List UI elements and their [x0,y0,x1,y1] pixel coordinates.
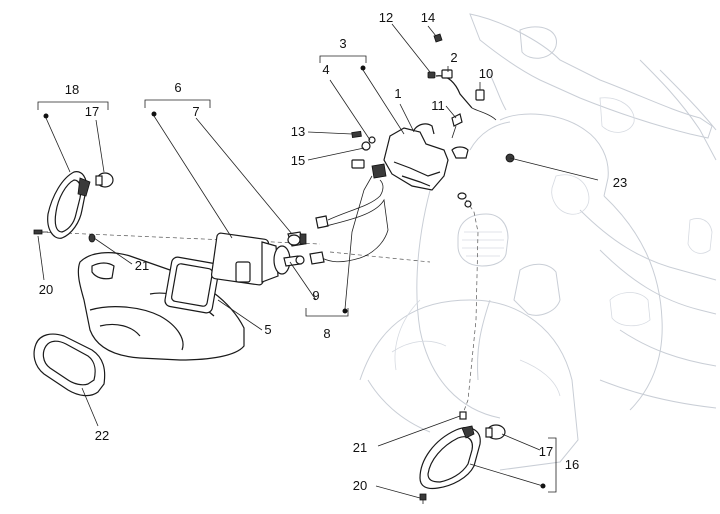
callout-10: 10 [479,66,493,81]
callout-22: 22 [95,428,109,443]
callout-20-left: 20 [39,282,53,297]
adjuster-cable-2 [435,69,497,121]
callout-6: 6 [174,80,181,95]
bracket-spacer-4 [368,136,376,144]
callout-4: 4 [322,62,329,77]
wiring-harness-8 [309,163,389,265]
group-bracket-8 [305,308,349,317]
callout-8: 8 [323,326,330,341]
callout-11: 11 [431,98,445,113]
alignment-lines [39,199,479,417]
callout-21-left: 21 [135,258,149,273]
right-turn-indicator-lens [419,425,481,490]
right-indicator-screw [419,493,427,504]
group-bracket-18 [37,101,109,110]
headlight-bezel-22 [33,333,106,397]
callout-18: 18 [65,82,79,97]
scooter-body-outline [359,13,717,471]
reference-dots [43,65,546,489]
adjuster-bolt-11 [451,113,463,139]
callout-9: 9 [312,288,319,303]
harness-connector-23 [457,153,515,208]
bulb-holder-9 [283,255,305,267]
callout-16: 16 [565,457,579,472]
callout-13: 13 [291,124,305,139]
callout-17-left: 17 [85,104,99,119]
right-indicator-bulb [485,424,506,440]
bracket-washer-15 [351,141,371,169]
callout-labels: 18 17 6 7 3 4 1 13 15 12 14 2 10 11 23 2… [39,10,627,493]
left-indicator-clip [88,233,96,243]
callout-12: 12 [379,10,393,25]
callout-2: 2 [450,50,457,65]
headlight-bulb-7 [287,231,307,247]
callout-15: 15 [291,153,305,168]
group-bracket-3 [319,55,367,63]
callout-23: 23 [613,175,627,190]
callout-3: 3 [339,36,346,51]
left-indicator-screw [33,229,48,235]
left-indicator-bulb [95,172,114,188]
headlight-unit-6 [210,232,291,286]
bracket-screw-13 [351,130,362,138]
callout-7: 7 [192,104,199,119]
callout-14: 14 [421,10,435,25]
right-indicator-clip [459,411,467,420]
adjuster-clip-10 [475,89,485,101]
group-bracket-6 [144,99,211,108]
callout-17-right: 17 [539,444,553,459]
callout-21-right: 21 [353,440,367,455]
headlight-bracket-1 [383,123,469,191]
left-turn-indicator-lens [47,171,91,239]
callout-1: 1 [394,86,401,101]
callout-5: 5 [264,322,271,337]
adjuster-nut-12 [427,71,436,79]
leader-lines [37,23,599,499]
callout-20-right: 20 [353,478,367,493]
group-bracket-16 [548,437,557,493]
headlight-frame-5 [164,256,220,314]
